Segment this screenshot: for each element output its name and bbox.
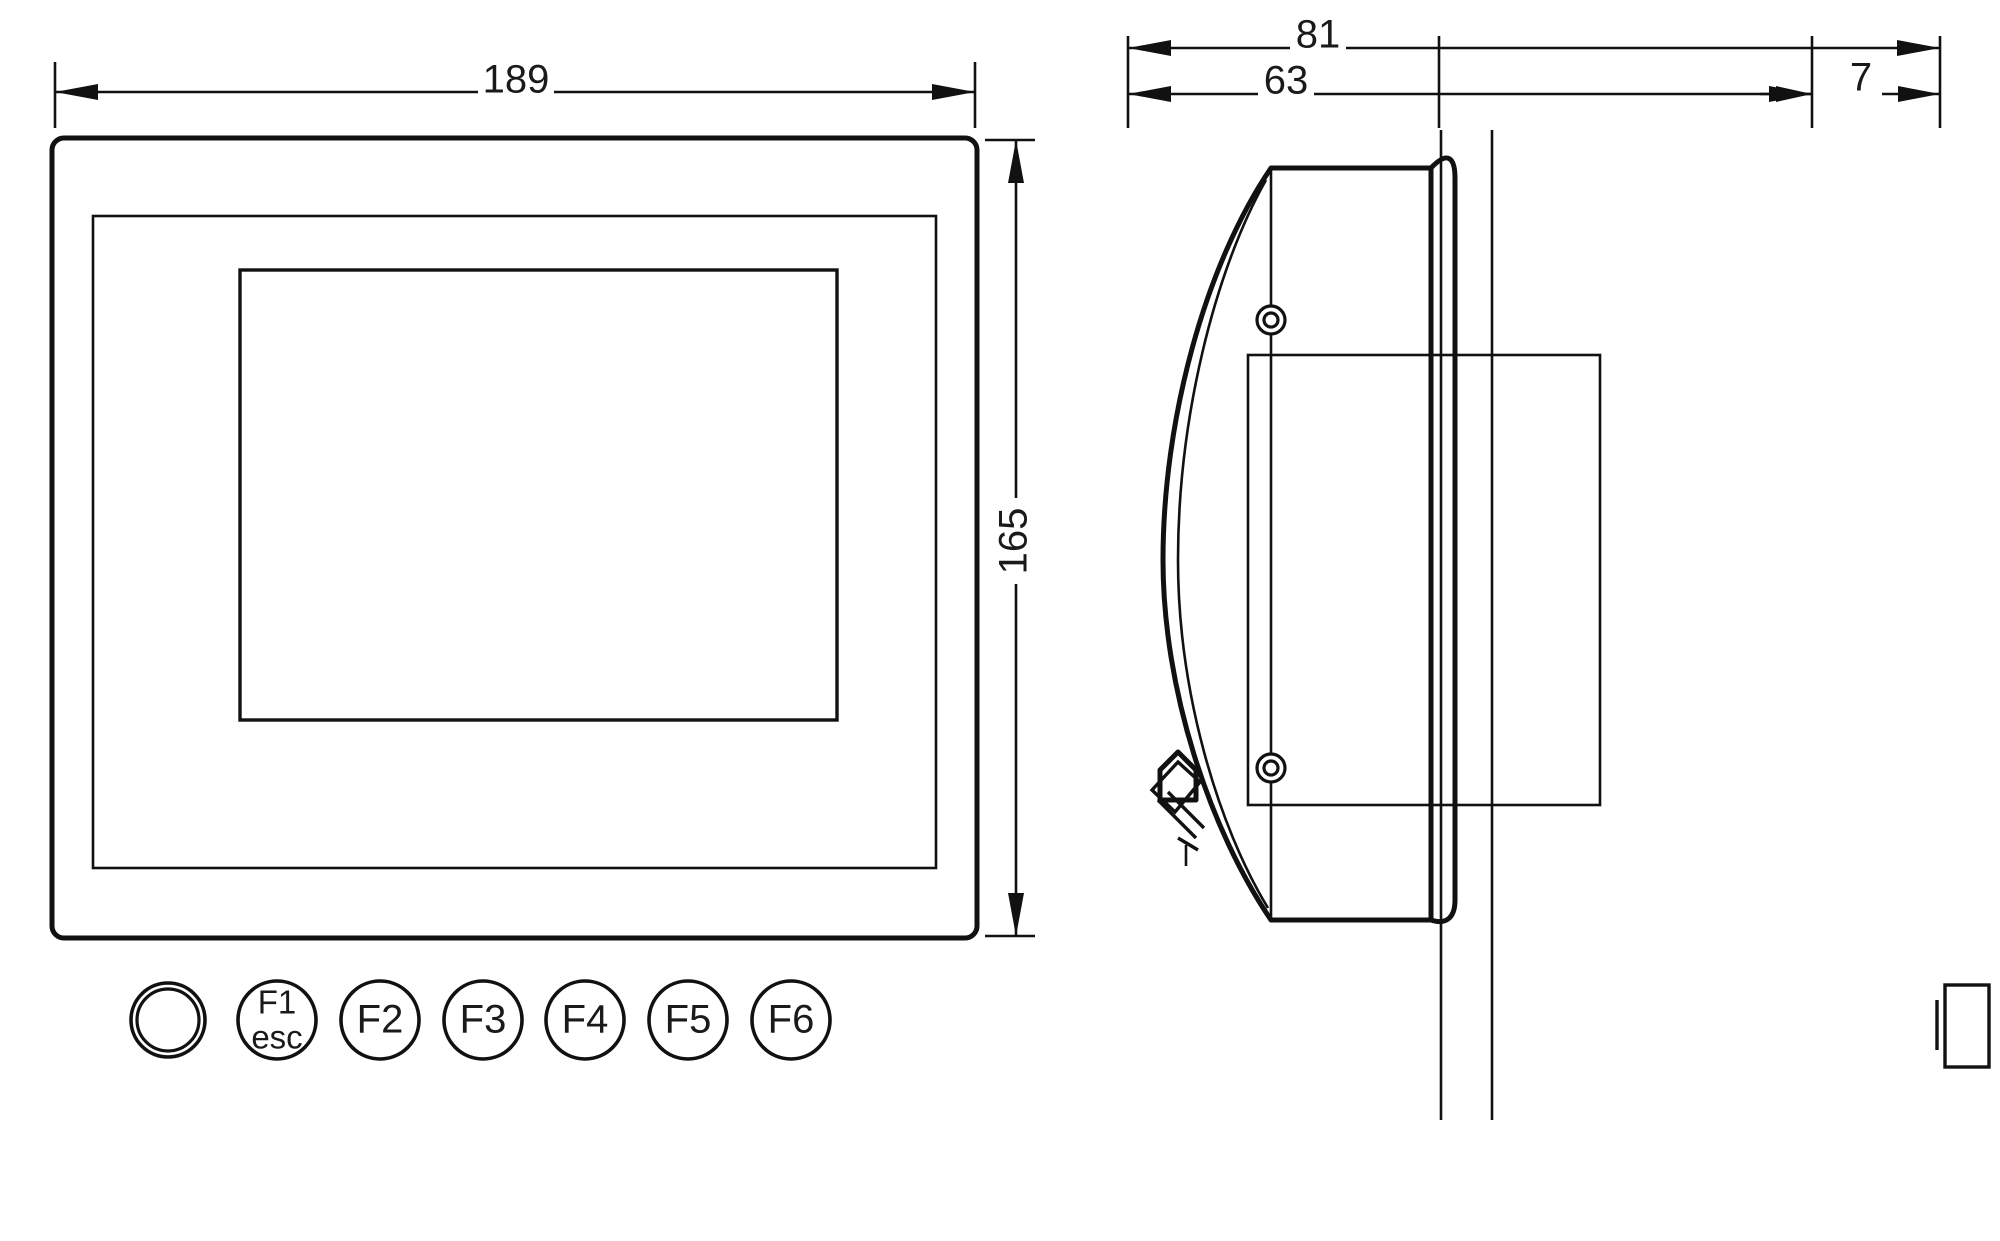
housing-curved-profile	[1160, 165, 1434, 923]
dimension-label-7: 7	[1850, 56, 1872, 100]
function-key-f1-line2: esc	[251, 1019, 302, 1056]
screw-symbol-top	[1255, 304, 1287, 336]
front-view: F1 esc F2 F3 F4	[49, 58, 1038, 1061]
function-key-f6-label: F6	[768, 998, 815, 1042]
rear-connector-bracket	[1149, 749, 1206, 866]
function-key-f3[interactable]: F3	[442, 979, 524, 1061]
function-key-f2-label: F2	[357, 998, 404, 1042]
arrowhead-inward-left	[1776, 86, 1812, 102]
dimension-width-189: 189	[53, 58, 977, 128]
housing-inner-wall	[1176, 179, 1270, 909]
function-key-f5-label: F5	[665, 998, 712, 1042]
function-key-f2[interactable]: F2	[339, 979, 421, 1061]
side-view-dimensions: 81 63 7	[1126, 13, 1942, 128]
dimension-bezel-7: 7	[1760, 56, 1940, 102]
dimension-label-189: 189	[483, 58, 550, 102]
front-bezel-flange	[1428, 155, 1458, 925]
function-key-f4[interactable]: F4	[544, 979, 626, 1061]
arrowhead-left	[55, 84, 98, 100]
dimension-label-81: 81	[1296, 13, 1341, 57]
dimension-label-63: 63	[1264, 59, 1309, 103]
dimension-depth-81: 81	[1128, 13, 1940, 57]
function-key-f3-label: F3	[460, 998, 507, 1042]
function-key-f4-label: F4	[562, 998, 609, 1042]
rear-mounting-plate	[1246, 353, 1602, 807]
side-view	[1149, 130, 1991, 1120]
function-key-f6[interactable]: F6	[750, 979, 832, 1061]
front-outer-bezel	[49, 135, 980, 941]
arrowhead-top	[1008, 140, 1024, 183]
dimension-height-165: 165	[985, 138, 1038, 938]
arrowhead-inward-right	[1898, 86, 1940, 102]
arrowhead-right	[932, 84, 975, 100]
bezel-side-tab	[1935, 983, 1991, 1069]
arrowhead-bottom	[1008, 893, 1024, 936]
dimension-label-165: 165	[992, 508, 1036, 575]
function-key-f1[interactable]: F1 esc	[236, 979, 318, 1061]
power-indicator-ring[interactable]	[129, 981, 207, 1059]
screw-symbol-bottom	[1255, 752, 1287, 784]
front-inner-frame	[91, 214, 938, 870]
arrowhead-right	[1897, 40, 1940, 56]
display-screen-area	[238, 268, 839, 722]
dimension-depth-63: 63	[1128, 59, 1812, 103]
function-key-f1-line1: F1	[258, 984, 297, 1021]
arrowhead-left	[1128, 40, 1171, 56]
keypad-row: F1 esc F2 F3 F4	[129, 979, 832, 1061]
arrowhead-left	[1128, 86, 1171, 102]
function-key-f5[interactable]: F5	[647, 979, 729, 1061]
